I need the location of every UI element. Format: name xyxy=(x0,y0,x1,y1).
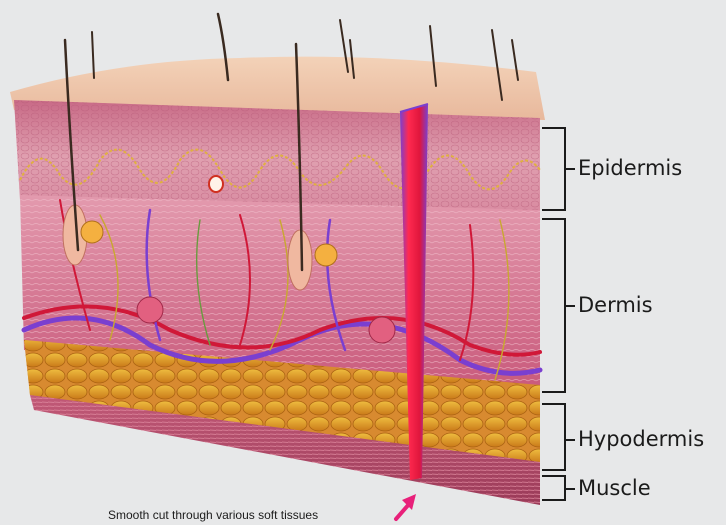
dermis-bracket xyxy=(542,219,575,392)
epidermis-label: Epidermis xyxy=(578,158,682,179)
epidermis-bracket xyxy=(542,128,575,210)
hypodermis-bracket xyxy=(542,404,575,470)
hypodermis-label: Hypodermis xyxy=(578,429,704,450)
layer-brackets xyxy=(542,128,575,500)
cut-caption: Smooth cut through various soft tissues xyxy=(108,508,318,522)
dermis-label: Dermis xyxy=(578,295,653,316)
pointer-arrow-icon xyxy=(396,494,416,519)
muscle-bracket xyxy=(542,476,575,500)
muscle-label: Muscle xyxy=(578,478,651,499)
